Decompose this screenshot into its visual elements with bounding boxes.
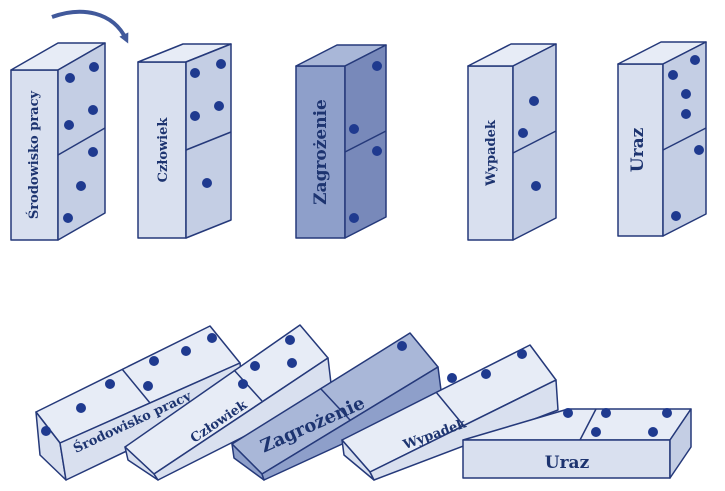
domino-face bbox=[369, 379, 559, 481]
domino-side bbox=[669, 408, 692, 479]
pip bbox=[563, 408, 573, 418]
domino-pips bbox=[397, 341, 407, 351]
standing-dominoes-row: Środowisko pracy Człowiek bbox=[10, 41, 707, 241]
pip bbox=[149, 356, 159, 366]
pip bbox=[481, 369, 491, 379]
pip bbox=[372, 61, 382, 71]
standing-domino-czlowiek: Człowiek bbox=[137, 43, 232, 239]
pip bbox=[671, 211, 681, 221]
pip bbox=[207, 333, 217, 343]
pip bbox=[287, 358, 297, 368]
pip bbox=[202, 178, 212, 188]
domino-pips bbox=[668, 55, 704, 221]
pip bbox=[89, 62, 99, 72]
pip bbox=[648, 427, 658, 437]
pip bbox=[694, 145, 704, 155]
pip bbox=[105, 379, 115, 389]
pip bbox=[601, 408, 611, 418]
pip bbox=[372, 146, 382, 156]
domino-divider bbox=[662, 127, 707, 151]
pip bbox=[349, 213, 359, 223]
pip bbox=[238, 379, 248, 389]
pip bbox=[181, 346, 191, 356]
pip bbox=[349, 124, 359, 134]
domino-pips bbox=[563, 408, 672, 437]
pip bbox=[214, 101, 224, 111]
domino-label: Środowisko pracy bbox=[25, 90, 42, 219]
pip bbox=[517, 349, 527, 359]
fallen-domino-uraz: Uraz bbox=[462, 408, 692, 479]
pip bbox=[76, 403, 86, 413]
pip bbox=[681, 109, 691, 119]
domino-divider bbox=[57, 127, 106, 156]
standing-domino-srodowisko: Środowisko pracy bbox=[10, 42, 106, 241]
pip bbox=[591, 427, 601, 437]
standing-domino-uraz: Uraz bbox=[617, 41, 707, 237]
fallen-domino-czlowiek: Człowiek bbox=[124, 324, 333, 481]
pip bbox=[190, 68, 200, 78]
pip bbox=[285, 335, 295, 345]
domino-pips bbox=[518, 96, 541, 191]
pip bbox=[531, 181, 541, 191]
standing-domino-wypadek: Wypadek bbox=[467, 43, 557, 241]
pip bbox=[662, 408, 672, 418]
pip bbox=[216, 59, 226, 69]
fallen-dominoes-row: Środowisko pracy Człowiek Z bbox=[35, 324, 692, 481]
domino-label: Zagrożenie bbox=[311, 99, 331, 205]
pip bbox=[65, 73, 75, 83]
pip bbox=[64, 120, 74, 130]
pip bbox=[88, 147, 98, 157]
standing-domino-zagrozenie: Zagrożenie bbox=[295, 44, 387, 239]
fallen-domino-wypadek: Wypadek bbox=[341, 344, 559, 481]
domino-label: Uraz bbox=[628, 127, 648, 172]
domino-pips bbox=[41, 333, 217, 436]
domino-divider bbox=[233, 369, 263, 402]
domino-pips bbox=[63, 62, 99, 223]
domino-pips bbox=[190, 59, 226, 188]
domino-label: Wypadek bbox=[484, 119, 499, 187]
domino-pips bbox=[447, 349, 527, 383]
domino-divider bbox=[320, 388, 351, 421]
pip bbox=[690, 55, 700, 65]
pip bbox=[529, 96, 539, 106]
pip bbox=[681, 89, 691, 99]
pip bbox=[668, 70, 678, 80]
domino-divider bbox=[121, 368, 151, 404]
domino-divider bbox=[185, 131, 232, 151]
pip bbox=[88, 105, 98, 115]
pip bbox=[250, 361, 260, 371]
domino-label: Uraz bbox=[545, 453, 590, 473]
pip bbox=[63, 213, 73, 223]
domino-pips bbox=[238, 335, 297, 389]
domino-divider bbox=[579, 408, 597, 441]
fallen-domino-zagrozenie: Zagrożenie bbox=[231, 332, 443, 481]
pip bbox=[447, 373, 457, 383]
pip bbox=[397, 341, 407, 351]
push-arrow-icon bbox=[51, 9, 129, 44]
domino-pips bbox=[349, 61, 382, 223]
pip bbox=[518, 128, 528, 138]
pip bbox=[143, 381, 153, 391]
domino-divider bbox=[512, 130, 557, 154]
pip bbox=[76, 181, 86, 191]
pip bbox=[41, 426, 51, 436]
domino-divider bbox=[435, 391, 465, 427]
domino-divider bbox=[344, 130, 387, 153]
domino-label: Człowiek bbox=[156, 117, 171, 183]
pip bbox=[190, 111, 200, 121]
